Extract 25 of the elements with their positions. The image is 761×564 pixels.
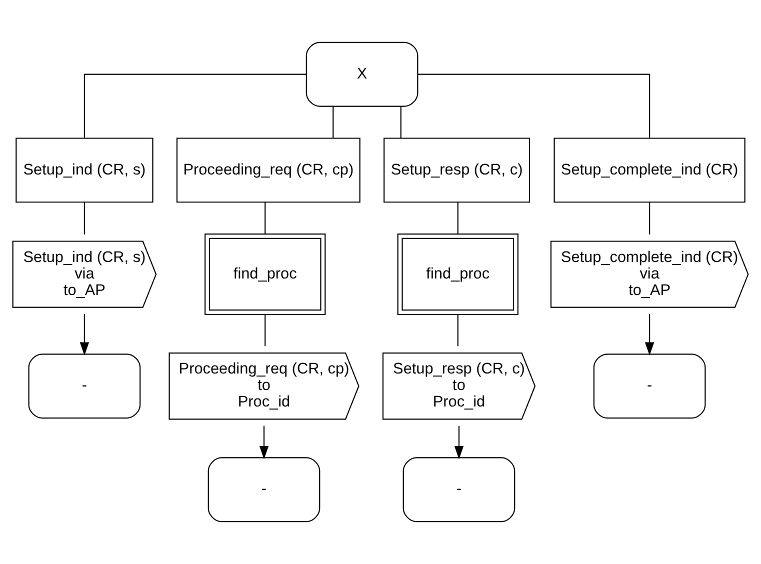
node-box: find_proc xyxy=(204,234,326,316)
node-box: - xyxy=(208,457,320,522)
node-box: - xyxy=(28,354,141,419)
connector xyxy=(264,314,266,346)
connector xyxy=(457,202,458,234)
connector xyxy=(400,106,402,138)
node-box: - xyxy=(593,354,706,419)
node-box: find_proc xyxy=(397,234,518,316)
node-box: - xyxy=(402,457,516,522)
arrow xyxy=(644,314,654,356)
arrow xyxy=(80,314,90,356)
connector xyxy=(84,202,85,234)
node-box: Proceeding_req (CR, cp) xyxy=(176,138,360,203)
connector xyxy=(264,202,266,234)
node-box: Setup_ind (CR, s) xyxy=(16,138,154,203)
arrow xyxy=(259,426,269,460)
node-box: X xyxy=(306,42,418,107)
node-box: Setup_complete_ind (CR) xyxy=(554,138,746,203)
connector xyxy=(457,314,458,346)
arrow xyxy=(454,426,464,460)
connector xyxy=(649,202,650,234)
node-box: Setup_resp (CR, c) xyxy=(384,138,530,203)
connector xyxy=(332,106,334,138)
connector xyxy=(418,74,650,138)
connector xyxy=(84,74,306,138)
